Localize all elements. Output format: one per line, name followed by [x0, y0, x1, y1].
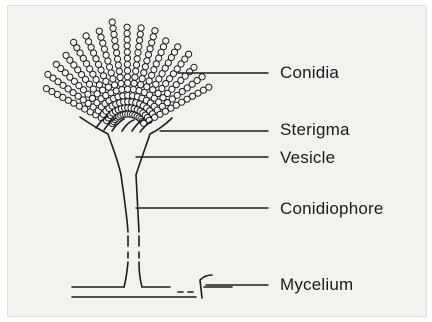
conidium-spore [124, 37, 130, 43]
conidium-spore [83, 33, 89, 39]
conidium-spore [109, 19, 115, 25]
conidium-spore [133, 62, 139, 68]
label-sterigma: Sterigma [280, 120, 350, 140]
conidium-spore [125, 86, 131, 92]
conidium-spore [151, 67, 157, 73]
conidium-spore [100, 40, 106, 46]
conidium-spore [142, 64, 148, 70]
conidium-spore [45, 71, 51, 77]
conidium-spore [114, 56, 120, 62]
conidium-spore [145, 52, 151, 58]
conidium-spore [112, 82, 118, 88]
mycelium-hypha [72, 275, 232, 298]
conidium-spore [96, 28, 102, 34]
conidium-spore [136, 43, 142, 49]
conidium-spore [199, 74, 205, 80]
conidium-spore [116, 68, 122, 74]
label-vesicle: Vesicle [280, 148, 335, 168]
foot-cell [124, 262, 142, 287]
conidium-spore [110, 25, 116, 31]
stalk-break [128, 236, 139, 258]
conidium-spore [111, 31, 117, 37]
conidium-spore [135, 50, 141, 56]
conidium-spore [124, 61, 130, 67]
conidium-spore [152, 28, 158, 34]
conidium-spore [144, 58, 150, 64]
conidium-spore [124, 24, 130, 30]
conidium-spore [137, 37, 143, 43]
conidium-spore [98, 34, 104, 40]
conidium-spore [131, 80, 137, 86]
conidium-spore [112, 37, 118, 43]
conidium-spore [175, 44, 181, 50]
conidium-spore [138, 82, 144, 88]
conidium-spore [106, 64, 112, 70]
conidium-spore [63, 52, 69, 58]
conidium-spore [149, 40, 155, 46]
conidium-spore [124, 30, 130, 36]
conidium-spore [134, 56, 140, 62]
conidium-spore [206, 84, 212, 90]
conidium-spore [124, 49, 130, 55]
conidium-spore [53, 61, 59, 67]
conidium-spore [137, 31, 143, 37]
label-mycelium: Mycelium [280, 275, 353, 295]
conidium-spore [124, 43, 130, 49]
conidium-spore [191, 64, 197, 70]
label-conidia: Conidia [280, 63, 339, 83]
conidium-spore [124, 74, 130, 80]
conidium-spore [105, 58, 111, 64]
conidium-spore [108, 70, 114, 76]
conidium-spore [132, 74, 138, 80]
conidium-spore [141, 70, 147, 76]
conidium-spore [117, 74, 123, 80]
conidium-spore [114, 50, 120, 56]
conidium-spore [144, 84, 150, 90]
conidium-spore [101, 46, 107, 52]
conidium-spore [150, 34, 156, 40]
conidium-spore [139, 76, 145, 82]
conidium-spore [118, 80, 124, 86]
conidium-spore [147, 46, 153, 52]
conidium-spore [125, 80, 131, 86]
conidium-spore [71, 39, 77, 45]
conidium-spore [163, 38, 169, 44]
label-conidiophore: Conidiophore [280, 199, 384, 219]
conidium-spore [186, 51, 192, 57]
conidium-spore [133, 68, 139, 74]
conidium-spore [43, 86, 49, 92]
conidium-spore [115, 62, 121, 68]
conidiophore-stalk [121, 175, 139, 232]
conidium-spore [113, 44, 119, 50]
conidium-spore [160, 44, 166, 50]
conidium-spore [110, 76, 116, 82]
conidium-spore [103, 52, 109, 58]
conidium-spore [124, 68, 130, 74]
conidium-spore [124, 55, 130, 61]
conidium-spore [138, 25, 144, 31]
